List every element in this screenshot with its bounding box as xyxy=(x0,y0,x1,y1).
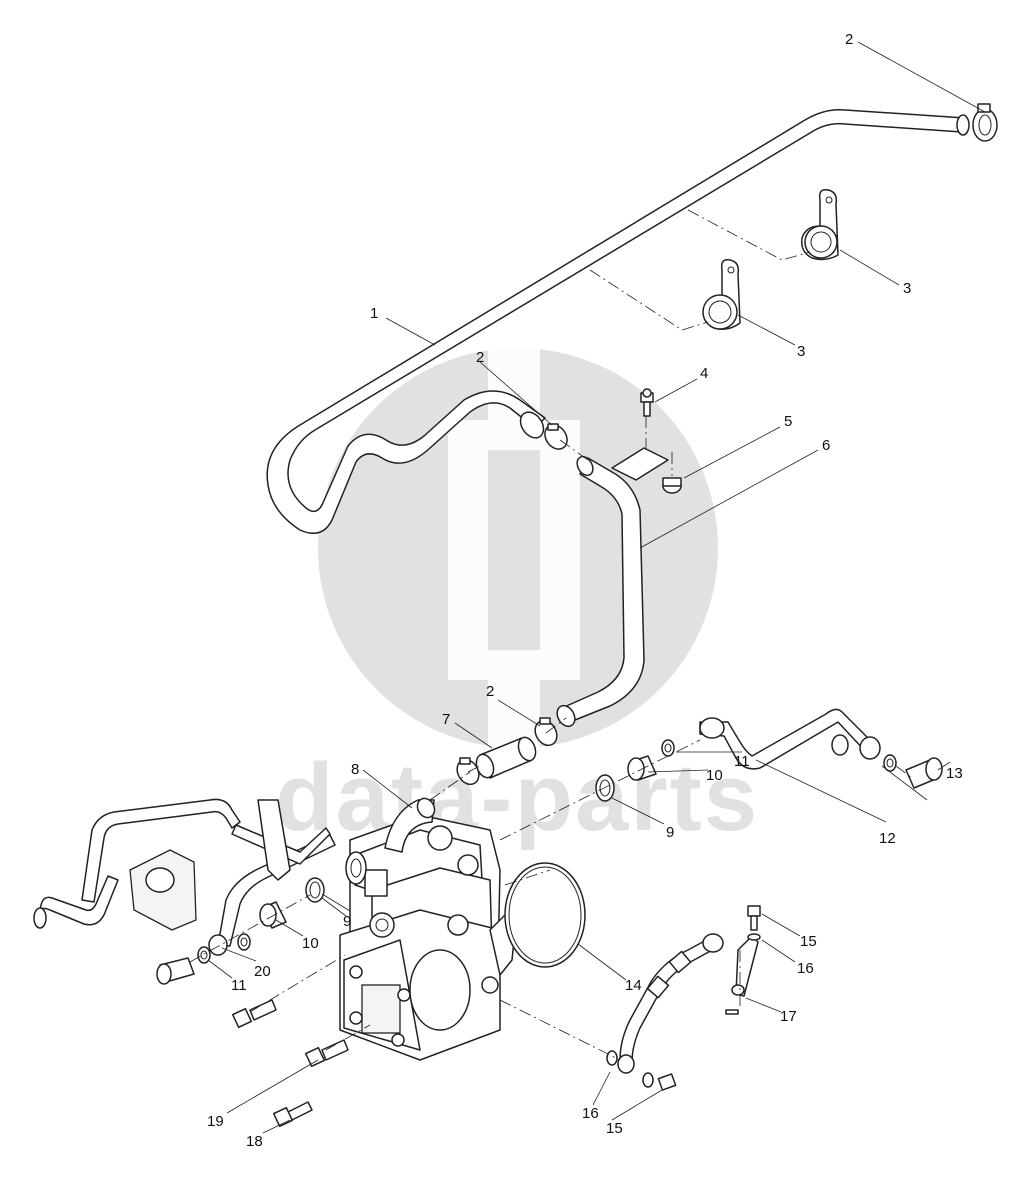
hose-clamp-top xyxy=(972,103,998,142)
callout-19: 19 xyxy=(207,1113,224,1130)
callout-12: 12 xyxy=(879,830,896,847)
washer-part-16-top xyxy=(747,933,761,941)
gasket-part-14 xyxy=(504,862,586,968)
callout-5: 5 xyxy=(784,413,792,430)
callout-7: 7 xyxy=(442,711,450,728)
callout-6: 6 xyxy=(822,437,830,454)
washer-part-11-c xyxy=(661,739,675,757)
hose-assembly-part-17 xyxy=(617,933,759,1074)
callout-2: 2 xyxy=(845,31,853,48)
bolt-part-15-bottom xyxy=(657,1073,677,1091)
callout-17: 17 xyxy=(780,1008,797,1025)
banjo-bolt-part-13 xyxy=(905,757,943,789)
callout-13: 13 xyxy=(946,765,963,782)
callout-16: 16 xyxy=(797,960,814,977)
callout-16: 16 xyxy=(582,1105,599,1122)
fitting-part-10-right xyxy=(627,755,657,781)
callout-15: 15 xyxy=(606,1120,623,1137)
callout-2: 2 xyxy=(486,683,494,700)
pipe-part-12 xyxy=(699,708,881,770)
sleeve-part-7 xyxy=(475,736,537,779)
bracket-part-3-left xyxy=(702,258,741,330)
banjo-bolt-left xyxy=(156,957,195,985)
bolt-upper-left xyxy=(231,999,277,1029)
callout-9: 9 xyxy=(666,824,674,841)
callout-8: 8 xyxy=(351,761,359,778)
callout-14: 14 xyxy=(625,977,642,994)
bolt-part-4 xyxy=(640,388,654,417)
bolt-part-15-top xyxy=(747,905,761,931)
washer-part-16-bottom xyxy=(606,1050,654,1088)
bolt-part-18 xyxy=(272,1101,313,1128)
callout-3: 3 xyxy=(797,343,805,360)
callout-15: 15 xyxy=(800,933,817,950)
callout-9: 9 xyxy=(343,913,351,930)
callout-2: 2 xyxy=(476,349,484,366)
pipe-part-1 xyxy=(266,108,970,535)
callout-3: 3 xyxy=(903,280,911,297)
callout-numbers: 2 3 1 3 2 4 5 6 2 7 8 11 10 13 9 12 9 15… xyxy=(207,31,963,1150)
bolt-part-19 xyxy=(304,1039,349,1068)
leader-lines xyxy=(207,41,986,1134)
washer-part-11-a xyxy=(237,933,251,951)
callout-1: 1 xyxy=(370,305,378,322)
centerlines xyxy=(189,209,913,1061)
callout-10: 10 xyxy=(706,767,723,784)
washer-part-11-b xyxy=(197,946,211,964)
nut-part-5 xyxy=(662,477,682,494)
hose-clamp-middle xyxy=(544,423,568,450)
callout-11: 11 xyxy=(734,753,750,770)
pipe-part-20-assembly xyxy=(33,798,336,956)
washer-part-11-d xyxy=(883,754,897,772)
callout-10: 10 xyxy=(302,935,319,952)
callout-20: 20 xyxy=(254,963,271,980)
seal-ring-part-9-left xyxy=(305,877,325,903)
callout-18: 18 xyxy=(246,1133,263,1150)
pipe-part-6 xyxy=(556,447,669,728)
callout-11: 11 xyxy=(231,977,247,994)
seal-ring-part-9-right xyxy=(595,774,615,802)
bracket-part-3-right xyxy=(800,188,839,261)
compressor-part-8 xyxy=(339,797,516,1061)
callout-4: 4 xyxy=(700,365,708,382)
fitting-part-10-left xyxy=(259,901,287,929)
